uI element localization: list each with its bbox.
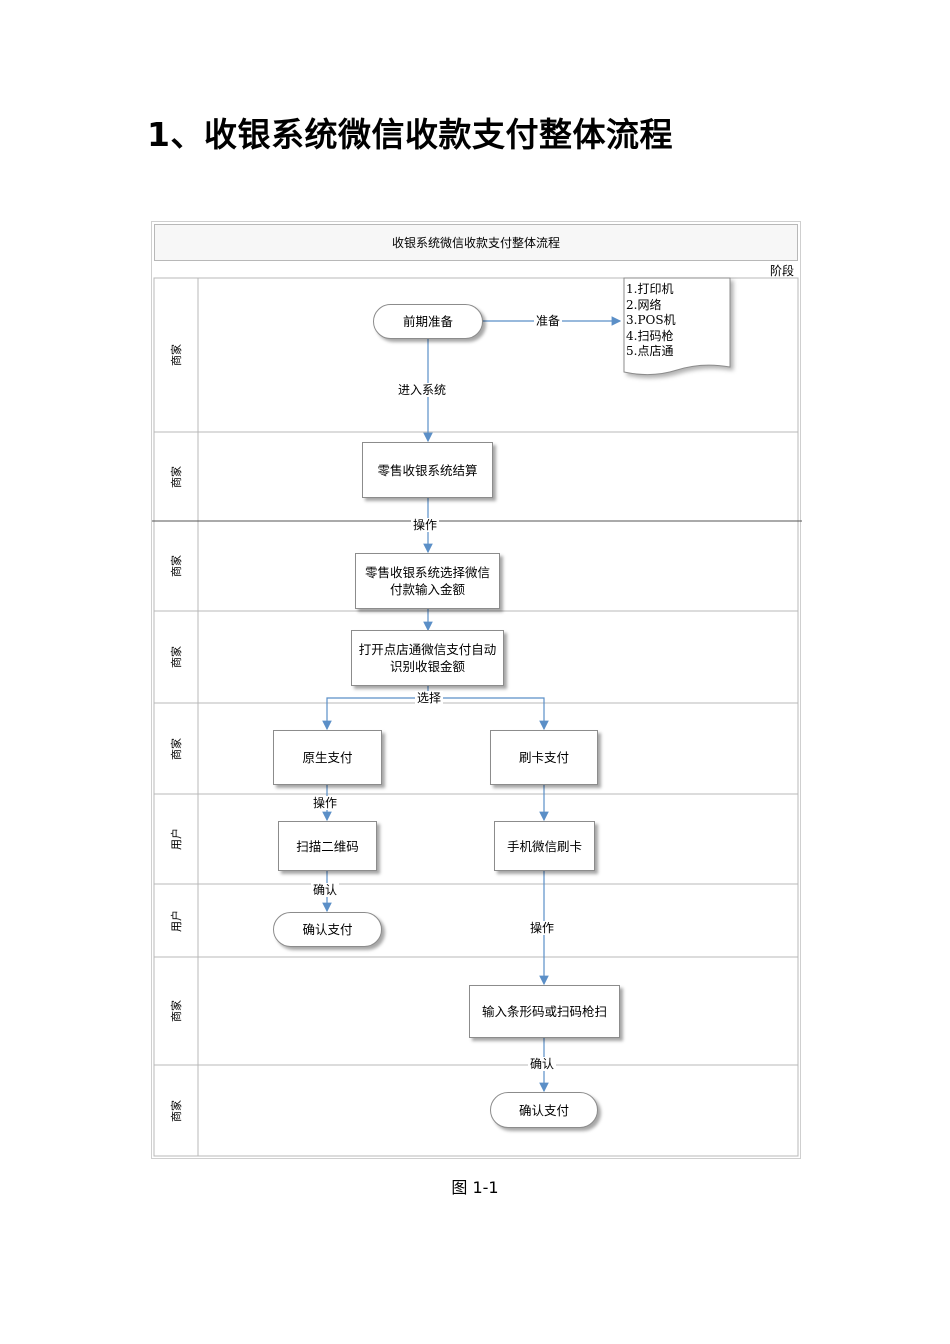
- prep-item: 1.打印机: [626, 282, 674, 296]
- lane-label: 商家: [170, 737, 183, 760]
- edge-label-operate-3: 操作: [528, 921, 557, 935]
- node-input-barcode: 输入条形码或扫码枪扫: [469, 985, 620, 1038]
- prep-doc-shape: [623, 277, 731, 376]
- node-select-wechat: 零售收银系统选择微信付款输入金额: [355, 553, 500, 609]
- edge-label-choose: 选择: [415, 691, 444, 705]
- lane-label: 用户: [170, 909, 183, 932]
- flowchart-lines: [152, 277, 802, 1157]
- diagram-title: 收银系统微信收款支付整体流程: [154, 224, 798, 261]
- edge-label-prepare: 准备: [534, 314, 563, 328]
- prep-item: 4.扫码枪: [626, 328, 674, 343]
- node-confirm-user: 确认支付: [273, 912, 382, 947]
- lane-label: 商家: [170, 1099, 183, 1122]
- node-prep: 前期准备: [373, 304, 483, 339]
- node-open-dianpu: 打开点店通微信支付自动识别收银金额: [351, 630, 504, 686]
- lane-label: 商家: [170, 344, 183, 366]
- lane-label: 商家: [170, 465, 183, 488]
- edge-label-confirm-1: 确认: [311, 883, 340, 897]
- prep-item: 3.POS机: [626, 313, 676, 327]
- node-confirm-merchant: 确认支付: [490, 1092, 598, 1128]
- prep-items-list: 1.打印机 2.网络 3.POS机 4.扫码枪 5.点店通: [626, 282, 730, 360]
- prep-item: 2.网络: [626, 297, 662, 312]
- edge-label-enter-system: 进入系统: [396, 383, 449, 397]
- stage-label: 阶段: [769, 263, 794, 278]
- node-retail-checkout: 零售收银系统结算: [362, 442, 493, 498]
- edge-label-operate-2: 操作: [311, 796, 340, 810]
- node-native-pay: 原生支付: [273, 730, 382, 785]
- lane-grid: [152, 277, 802, 1157]
- lane-label: 商家: [170, 646, 183, 668]
- prep-item: 5.点店通: [626, 344, 674, 358]
- node-scan-qr: 扫描二维码: [278, 821, 377, 871]
- figure-caption: 图 1-1: [451, 1178, 499, 1197]
- edge-label-confirm-2: 确认: [528, 1057, 557, 1071]
- page-heading: 1、收银系统微信收款支付整体流程: [147, 115, 673, 154]
- flowchart: 收银系统微信收款支付整体流程 阶段 商家 商家 商家 商家 商家 用户 用户 商…: [151, 221, 802, 1159]
- node-card-pay: 刷卡支付: [490, 730, 598, 785]
- lane-label: 商家: [170, 1000, 183, 1022]
- edge-label-operate-1: 操作: [411, 518, 440, 532]
- node-phone-card: 手机微信刷卡: [494, 821, 595, 871]
- lane-label: 用户: [170, 828, 183, 850]
- lane-label: 商家: [170, 555, 183, 577]
